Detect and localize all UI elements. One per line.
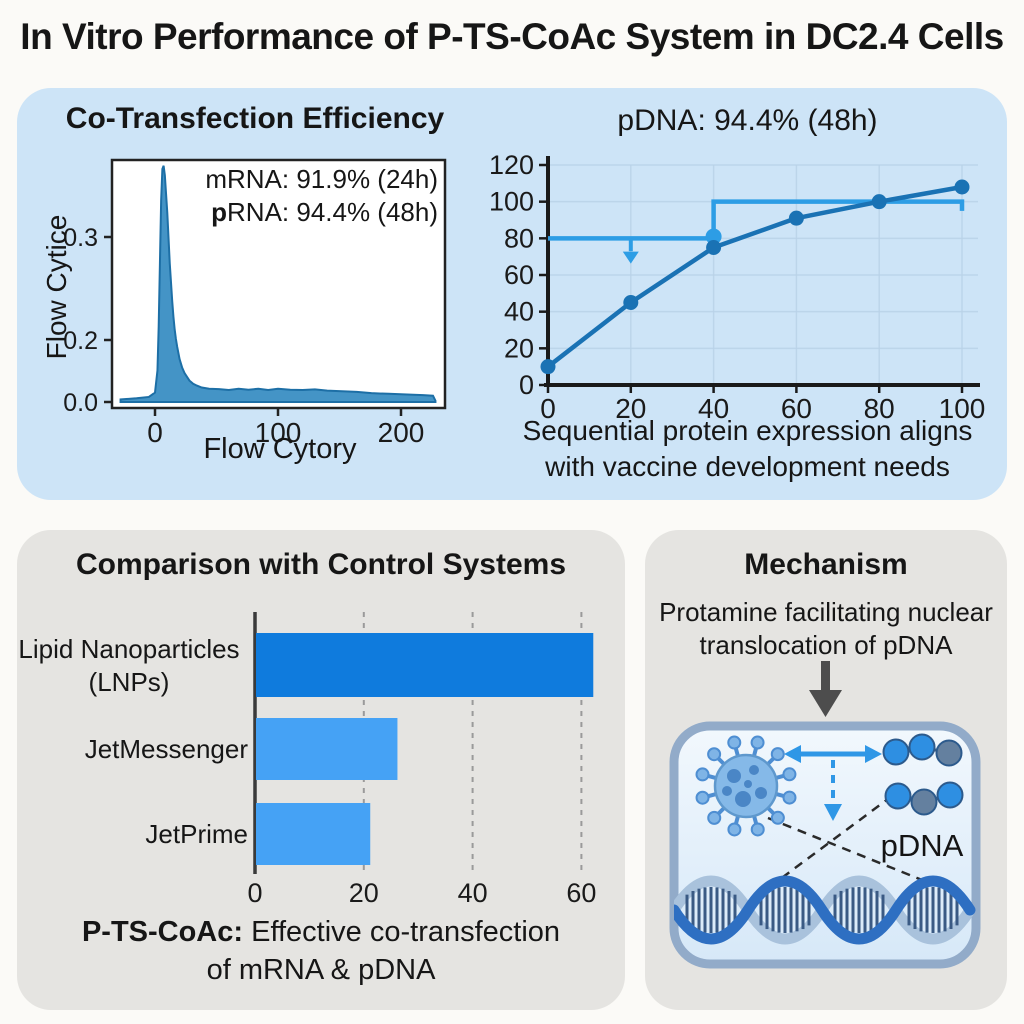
- svg-text:20: 20: [615, 393, 646, 424]
- svg-text:200: 200: [378, 417, 425, 448]
- pdna-label: pDNA: [881, 828, 964, 863]
- bar-label-jetmessenger: JetMessenger: [84, 734, 248, 764]
- histogram-x-axis-label: Flow Cytory: [203, 433, 357, 465]
- svg-text:0.0: 0.0: [63, 389, 98, 417]
- expression-caption-line1: Sequential protein expression aligns: [522, 415, 973, 446]
- flow-histogram-chart: 0.3 0.2 0.0 0 100 200: [63, 158, 447, 448]
- svg-text:100: 100: [489, 187, 534, 217]
- expression-caption: Sequential protein expression aligns wit…: [495, 413, 1000, 486]
- svg-text:0: 0: [519, 370, 534, 400]
- comparison-bars: [256, 633, 594, 865]
- svg-text:40: 40: [458, 878, 488, 908]
- down-arrow-icon: [809, 661, 842, 717]
- mechanism-title: Mechanism: [744, 548, 908, 581]
- mechanism-description: Protamine facilitating nuclear transloca…: [649, 596, 1003, 661]
- double-arrow-icon: [784, 745, 882, 763]
- histogram-ticks: 0.3 0.2 0.0 0 100 200: [63, 224, 424, 448]
- svg-text:80: 80: [504, 223, 534, 253]
- svg-text:20: 20: [504, 333, 534, 363]
- comparison-title: Comparison with Control Systems: [75, 548, 567, 581]
- svg-text:0: 0: [540, 393, 556, 424]
- svg-text:60: 60: [566, 878, 596, 908]
- cell-illustration: pDNA: [669, 721, 981, 969]
- svg-text:0.3: 0.3: [63, 224, 98, 252]
- histogram-y-axis-label: Flow Cytice: [41, 214, 72, 360]
- page-title: In Vitro Performance of P-TS-CoAc System…: [20, 16, 1004, 57]
- expression-caption-line2: with vaccine development needs: [545, 451, 950, 483]
- svg-text:0: 0: [147, 417, 163, 448]
- svg-text:0.2: 0.2: [63, 327, 98, 355]
- svg-text:0: 0: [247, 878, 262, 908]
- svg-text:100: 100: [255, 417, 302, 448]
- svg-text:120: 120: [489, 150, 534, 180]
- expression-series: [540, 179, 970, 375]
- bar-label-lnp: Lipid Nanoparticles (LNPs): [10, 633, 248, 698]
- svg-text:60: 60: [504, 260, 534, 290]
- comparison-caption-line2: of mRNA & pDNA: [206, 953, 436, 986]
- svg-text:100: 100: [939, 393, 986, 424]
- histogram-annotation: mRNA: 91.9% (24h) pRNA: 94.4% (48h): [150, 163, 438, 230]
- histogram-area: [119, 165, 437, 403]
- co-transfection-title: Co-Transfection Efficiency: [65, 102, 445, 135]
- mechanism-description-line2: translocation of pDNA: [699, 629, 953, 660]
- bar-label-jetprime: JetPrime: [145, 819, 248, 849]
- dna-helix-icon: [674, 875, 976, 945]
- annotation-pdna: pRNA: 94.4% (48h): [211, 197, 438, 228]
- comparison-caption-line1: P-TS-CoAc: Effective co-transfection: [81, 916, 561, 948]
- svg-text:40: 40: [698, 393, 729, 424]
- svg-text:80: 80: [864, 393, 895, 424]
- svg-text:60: 60: [781, 393, 812, 424]
- comparison-bar-chart: 0 20 40 60: [247, 612, 596, 908]
- comparison-caption: P-TS-CoAc: Effective co-transfection of …: [27, 914, 615, 989]
- dashed-down-arrow-icon: [824, 760, 842, 821]
- bar-label-lnp-line1: Lipid Nanoparticles: [18, 634, 240, 664]
- virus-particle-icon: [695, 735, 797, 837]
- expression-chart-title: pDNA: 94.4% (48h): [617, 104, 878, 137]
- mechanism-description-line1: Protamine facilitating nuclear: [659, 597, 993, 627]
- bar-label-lnp-line2: (LNPs): [88, 666, 170, 697]
- bead-chain-icon: [882, 733, 964, 816]
- expression-grid: [548, 164, 978, 385]
- svg-text:20: 20: [349, 878, 379, 908]
- comparison-tick-labels: 0 20 40 60: [247, 878, 596, 908]
- annotation-mrna: mRNA: 91.9% (24h): [205, 164, 438, 194]
- svg-text:40: 40: [504, 297, 534, 327]
